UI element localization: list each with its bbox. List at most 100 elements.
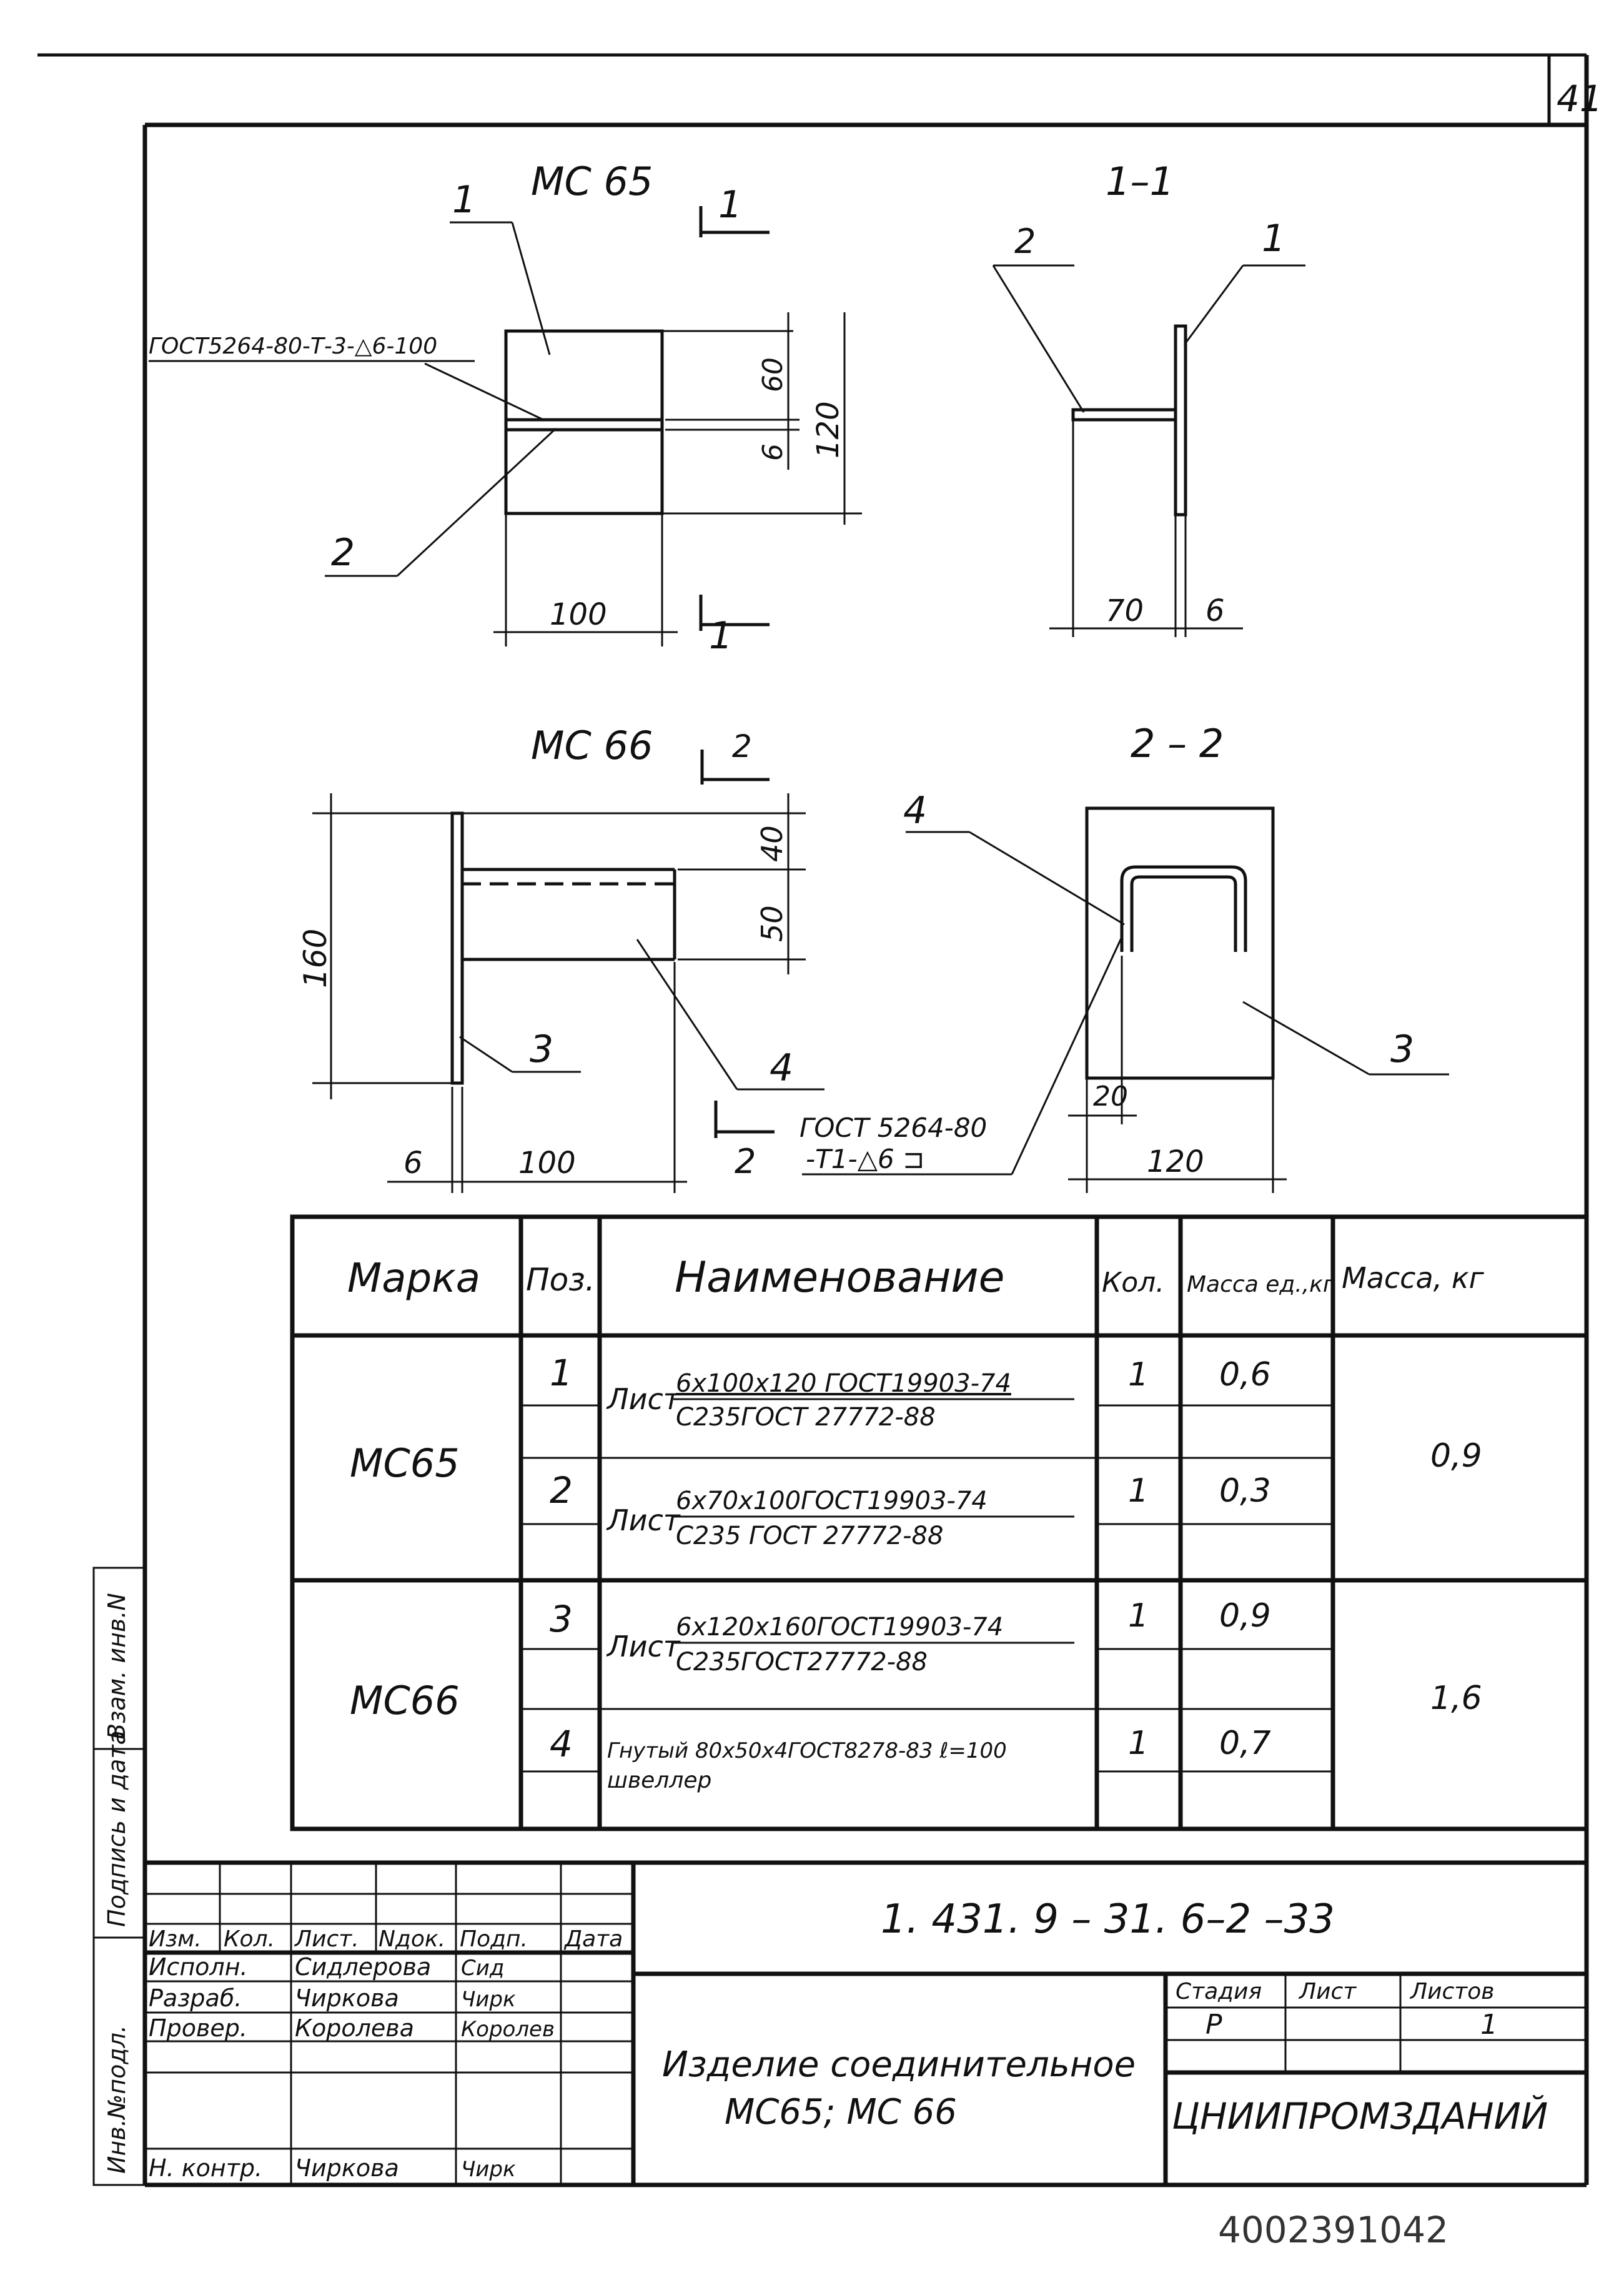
stage-value: Р: [1206, 2009, 1222, 2041]
side-stamp-replace-inv: Взам. инв.N: [103, 1593, 131, 1740]
item-title-line2: МС65; МС 66: [725, 2092, 957, 2132]
section-2-pos-4: 4: [903, 789, 927, 833]
sign-ispoln: Сид: [461, 1956, 504, 1981]
row-mark-mc65: МС65: [350, 1440, 460, 1486]
organization: ЦНИИПРОМЗДАНИЙ: [1172, 2094, 1548, 2137]
sign-prover: Королев: [461, 2017, 555, 2042]
mc65-pos-1: 1: [452, 178, 476, 222]
row-4-unit-mass: 0,7: [1219, 1725, 1271, 1762]
row-3-name-top: 6х120х160ГОСТ19903-74: [676, 1613, 1003, 1642]
row-mc65-total-mass: 0,9: [1430, 1437, 1482, 1475]
sheets-value: 1: [1480, 2009, 1498, 2041]
dim-100: 100: [550, 597, 607, 632]
col-data: Дата: [563, 1926, 623, 1952]
mc66-title: МС 66: [531, 723, 653, 768]
sheet-number: 41: [1557, 77, 1603, 120]
row-2-prefix: Лист: [606, 1503, 681, 1537]
row-2-unit-mass: 0,3: [1219, 1472, 1271, 1510]
view-section-1-1: 1–1 2 1 70 6: [992, 159, 1305, 637]
section-1-pos-1: 1: [1262, 217, 1285, 260]
col-podp: Подп.: [460, 1926, 528, 1952]
spec-table: Марка Поз. Наименование Кол. Масса ед.,к…: [290, 1214, 1589, 1831]
section-2-title: 2 – 2: [1131, 721, 1224, 766]
mc66-pos-3: 3: [530, 1028, 553, 1071]
leader: [511, 222, 551, 355]
dim-20: 20: [1093, 1081, 1128, 1112]
leader: [424, 362, 544, 421]
col-izm: Изм.: [149, 1926, 202, 1952]
header-pos: Поз.: [526, 1262, 595, 1298]
row-pos-1: 1: [550, 1352, 573, 1394]
cut-2-bottom: 2: [735, 1142, 756, 1181]
row-1-unit-mass: 0,6: [1219, 1356, 1271, 1394]
mc65-pos-2: 2: [331, 531, 355, 575]
side-stamp-sign-date: Подпись и дата: [103, 1730, 131, 1927]
dim-6: 6: [757, 443, 789, 461]
header-qty: Кол.: [1102, 1267, 1164, 1299]
dim-160: 160: [297, 929, 334, 988]
row-4-qty: 1: [1128, 1725, 1149, 1762]
row-pos-4: 4: [550, 1723, 573, 1765]
stage-label: Стадия: [1176, 1979, 1262, 2004]
row-4-name-line2: швеллер: [607, 1768, 711, 1793]
dim-6b: 6: [1206, 593, 1225, 628]
leader: [396, 427, 557, 577]
row-pos-2: 2: [550, 1469, 573, 1512]
side-stamp-inv-orig: Инв.№подл.: [103, 2025, 131, 2174]
row-mc66-total-mass: 1,6: [1430, 1680, 1482, 1717]
dim-120b: 120: [1147, 1144, 1204, 1179]
section-1-pos-2: 2: [1014, 222, 1036, 261]
leader: [1242, 1001, 1370, 1076]
dim-6c: 6: [404, 1146, 423, 1181]
mc65-plate: [504, 329, 664, 515]
role-razrab: Разраб.: [149, 1984, 242, 2012]
role-nkontr: Н. контр.: [149, 2154, 262, 2182]
doc-code: 1. 431. 9 – 31. 6–2 –33: [881, 1896, 1335, 1943]
section-2-pos-3: 3: [1390, 1028, 1414, 1071]
sheets-label: Листов: [1409, 1979, 1494, 2004]
mc66-plate: [450, 811, 464, 1085]
section-2-plate: [1085, 806, 1275, 1080]
name-prover: Королева: [295, 2014, 414, 2042]
leader: [1183, 265, 1244, 345]
row-1-prefix: Лист: [606, 1382, 681, 1416]
spec-table-border: [290, 1214, 1589, 1831]
leader: [1011, 936, 1123, 1175]
dim-120: 120: [811, 401, 846, 458]
cut-2-top: 2: [732, 728, 752, 765]
leader: [969, 831, 1125, 926]
col-list: Лист.: [294, 1926, 359, 1952]
view-mc65: МС 65 1 ГОСТ5264-80-Т-3-△6-100 2 1 1 60 …: [149, 159, 862, 658]
mc65-weld-note: ГОСТ5264-80-Т-3-△6-100: [149, 334, 437, 359]
row-3-qty: 1: [1128, 1597, 1149, 1635]
corner-number: 4002391042: [1218, 2209, 1448, 2251]
row-4-name-line1: Гнутый 80х50х4ГОСТ8278-83 ℓ=100: [607, 1738, 1007, 1763]
dim-50: 50: [755, 905, 789, 942]
weld-note-2-line2: -Т1-△6 ⊐: [806, 1144, 924, 1174]
leader: [459, 1036, 513, 1073]
side-stamp: [92, 1567, 146, 2186]
mc66-pos-4: 4: [770, 1046, 793, 1090]
col-ndok: Nдок.: [379, 1926, 445, 1952]
leader: [636, 939, 738, 1090]
item-title-line1: Изделие соединительное: [662, 2044, 1136, 2085]
col-kol: Кол.: [224, 1926, 275, 1952]
name-nkontr: Чиркова: [295, 2154, 399, 2182]
mc65-title: МС 65: [531, 159, 653, 204]
row-3-unit-mass: 0,9: [1219, 1597, 1271, 1635]
cut-1-top: 1: [718, 183, 742, 227]
dim-70: 70: [1106, 593, 1144, 628]
section-2-channel: [1120, 865, 1247, 952]
dim-40: 40: [755, 825, 789, 862]
row-2-name-bottom: С235 ГОСТ 27772-88: [676, 1522, 943, 1550]
row-pos-3: 3: [550, 1598, 573, 1640]
dim-100b: 100: [518, 1146, 576, 1181]
header-name: Наименование: [675, 1253, 1004, 1302]
row-1-name-top: 6х100х120 ГОСТ19903-74: [676, 1369, 1011, 1398]
sheet-label: Лист: [1298, 1979, 1357, 2004]
leader: [992, 265, 1085, 413]
row-1-name-bottom: С235ГОСТ 27772-88: [676, 1403, 936, 1432]
weld-note-2-line1: ГОСТ 5264-80: [800, 1112, 987, 1143]
row-3-prefix: Лист: [606, 1630, 681, 1663]
